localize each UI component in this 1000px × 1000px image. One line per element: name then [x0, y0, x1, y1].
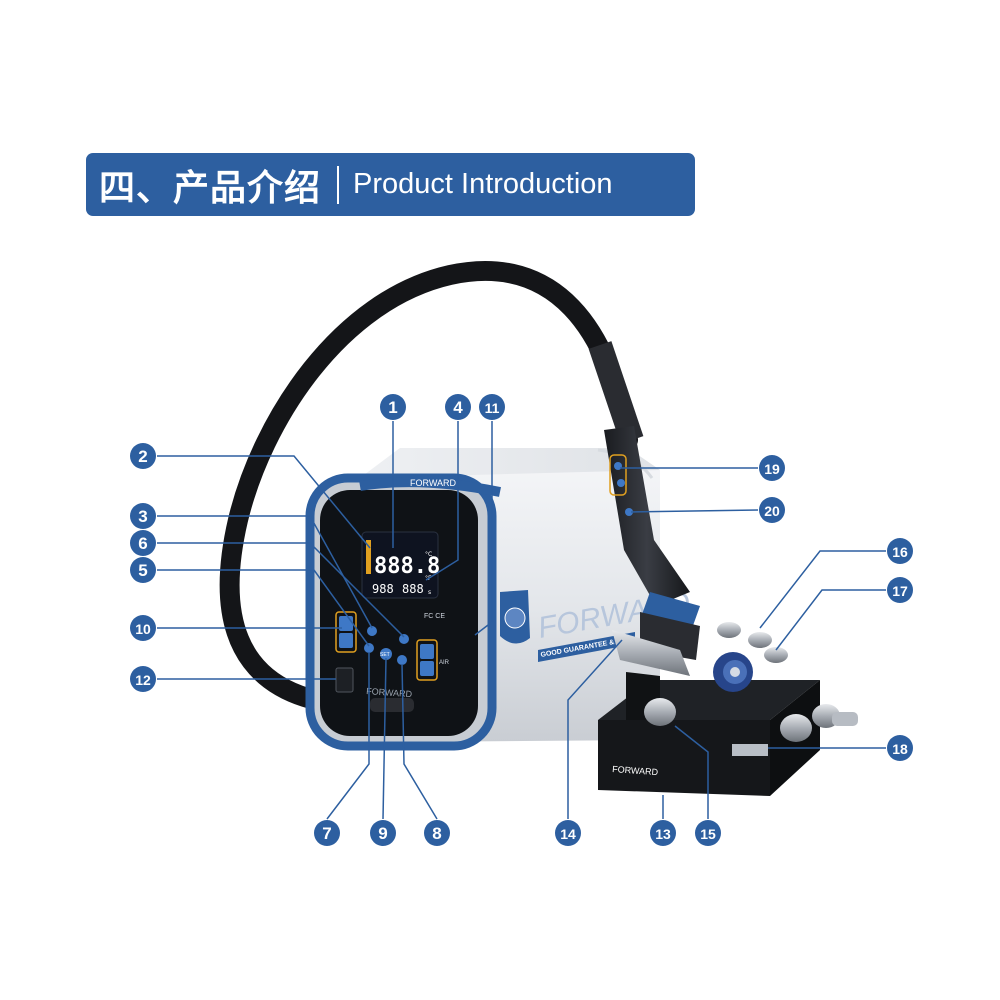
- callout-number-3: 3: [138, 507, 147, 526]
- callout-line-6: [157, 542, 405, 638]
- callout-marker-13: 13: [650, 820, 676, 846]
- handle-button-down[interactable]: [617, 479, 625, 487]
- callout-number-12: 12: [135, 672, 151, 688]
- callout-marker-14: 14: [555, 820, 581, 846]
- callout-number-16: 16: [892, 544, 908, 560]
- callout-line-14: [567, 639, 623, 819]
- air-hose: [219, 260, 638, 716]
- callout-marker-2: 2: [130, 443, 156, 469]
- set-label: SET: [380, 652, 390, 658]
- callout-number-9: 9: [378, 824, 387, 843]
- callout-line-17: [775, 589, 886, 651]
- callout-line-3: [157, 515, 373, 629]
- callout-line-15: [674, 725, 709, 819]
- callout-lines: [157, 421, 886, 820]
- function-button-3[interactable]: [367, 626, 377, 636]
- callout-number-15: 15: [700, 826, 716, 842]
- callout-marker-16: 16: [887, 538, 913, 564]
- top-brand-label: FORWARD: [410, 478, 456, 488]
- stand-brand-label: FORWARD: [612, 764, 659, 777]
- display-unit-c: °C: [425, 551, 432, 558]
- callout-marker-18: 18: [887, 735, 913, 761]
- right-up-down-buttons[interactable]: [416, 639, 438, 681]
- function-button-8[interactable]: [397, 655, 407, 665]
- section-header-banner: 四、产品介绍 Product Introduction: [86, 153, 695, 216]
- function-button-7[interactable]: [364, 643, 374, 653]
- display-time-value: 888: [402, 582, 424, 596]
- callout-number-5: 5: [138, 561, 147, 580]
- callout-marker-15: 15: [695, 820, 721, 846]
- callout-line-5: [157, 569, 370, 647]
- callout-marker-4: 4: [445, 394, 471, 420]
- callout-marker-10: 10: [130, 615, 156, 641]
- callout-line-4: [425, 421, 459, 581]
- callout-number-7: 7: [322, 824, 331, 843]
- display-air-value: 988: [372, 582, 394, 596]
- callout-number-17: 17: [892, 583, 908, 599]
- power-switch[interactable]: [335, 667, 354, 693]
- callout-marker-19: 19: [759, 455, 785, 481]
- section-title-chinese: 四、产品介绍: [99, 167, 322, 209]
- callout-number-10: 10: [135, 621, 151, 637]
- callout-line-20: [630, 509, 759, 513]
- callout-number-19: 19: [764, 461, 780, 477]
- display-time-unit: s: [428, 589, 431, 596]
- carry-handle: [359, 477, 501, 497]
- section-title-english: Product Introduction: [353, 168, 613, 200]
- callout-number-11: 11: [485, 400, 500, 416]
- handle-button-up[interactable]: [614, 462, 622, 470]
- cert-marks: FC CE: [424, 613, 445, 620]
- hose-connector: [370, 698, 414, 712]
- callout-number-13: 13: [655, 826, 671, 842]
- callout-number-2: 2: [138, 447, 147, 466]
- callout-marker-3: 3: [130, 503, 156, 529]
- callout-number-20: 20: [764, 503, 780, 519]
- callout-marker-11: 11: [479, 394, 505, 420]
- callout-number-6: 6: [138, 534, 147, 553]
- nozzles: [644, 622, 858, 742]
- callout-number-4: 4: [453, 398, 463, 417]
- air-label: AIR: [439, 660, 450, 666]
- callout-number-14: 14: [560, 826, 576, 842]
- callout-marker-17: 17: [887, 577, 913, 603]
- callout-line-7: [326, 652, 370, 820]
- display-main-temperature: 888.8: [374, 554, 440, 579]
- callout-marker-8: 8: [424, 820, 450, 846]
- callout-number-18: 18: [892, 741, 908, 757]
- callout-line-9: [382, 657, 387, 820]
- callout-line-8: [401, 663, 438, 820]
- function-button-6[interactable]: [399, 634, 409, 644]
- callout-marker-12: 12: [130, 666, 156, 692]
- callout-number-8: 8: [432, 824, 441, 843]
- callout-line-2: [157, 455, 371, 549]
- callout-marker-9: 9: [370, 820, 396, 846]
- lcd-display: 888.8 °C °F 988 888 s: [361, 531, 440, 599]
- callout-line-16: [759, 550, 886, 629]
- callout-marker-6: 6: [130, 530, 156, 556]
- callout-marker-5: 5: [130, 557, 156, 583]
- callout-marker-1: 1: [380, 394, 406, 420]
- title-divider: [337, 165, 340, 204]
- stand-label-plate: [732, 744, 768, 756]
- callout-marker-20: 20: [759, 497, 785, 523]
- handle-indicator-light: [625, 508, 633, 516]
- callout-number-1: 1: [388, 398, 397, 417]
- callout-marker-7: 7: [314, 820, 340, 846]
- set-button[interactable]: [380, 648, 392, 660]
- front-brand-label: FORWARD: [366, 686, 413, 699]
- callout-line-11: [474, 421, 493, 636]
- heat-gun-handle: [604, 426, 700, 660]
